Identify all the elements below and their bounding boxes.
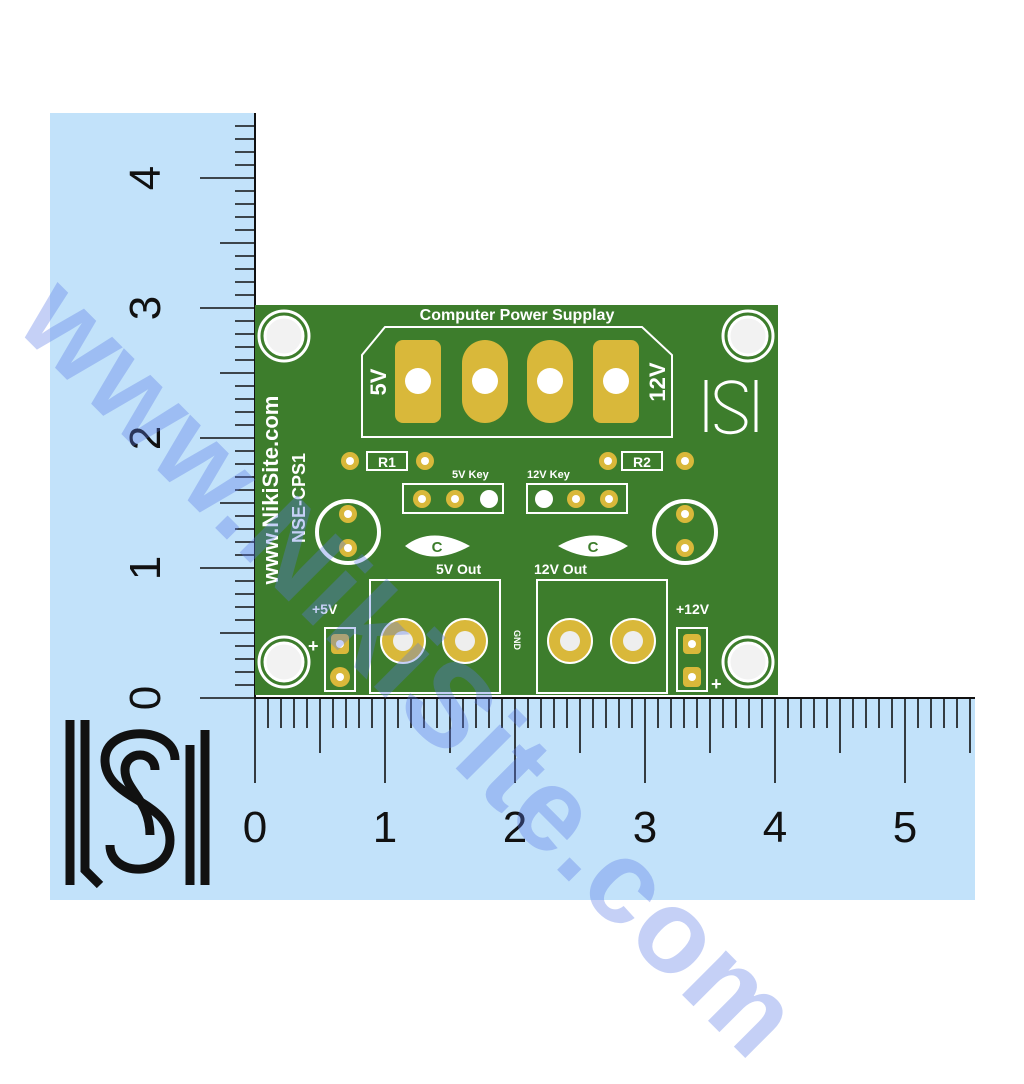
- model-text: NSE-CPS1: [289, 453, 309, 543]
- cap-label-2: C: [588, 539, 599, 556]
- vertical-ruler: [50, 113, 255, 700]
- horizontal-ruler-labels: 0 1 2 3 4 5: [243, 803, 917, 852]
- h-label-3: 3: [633, 803, 657, 852]
- v-label-3: 3: [121, 296, 170, 320]
- out-12v-label: 12V Out: [534, 561, 587, 577]
- pcb-logo: [704, 380, 758, 435]
- resistor-r1: R1: [341, 451, 434, 471]
- out-5v-label: 5V Out: [436, 561, 481, 577]
- vertical-ruler-ticks: [200, 125, 255, 699]
- plus-5v-label: +5V: [312, 601, 338, 617]
- r1-label: R1: [378, 454, 396, 470]
- v-label-1: 1: [121, 556, 170, 580]
- horizontal-ruler-ticks: [254, 698, 971, 783]
- site-text: www.NikiSite.com: [258, 396, 283, 586]
- board-title: Computer Power Supplay: [420, 307, 615, 324]
- pcb-board: Computer Power Supplay 5V 12V www.NikiSi…: [255, 305, 778, 695]
- gnd-label: GND: [512, 630, 522, 651]
- v-label-0: 0: [121, 686, 170, 710]
- v-label-4: 4: [121, 166, 170, 190]
- label-12v: 12V: [645, 362, 670, 401]
- mounting-holes: [257, 309, 775, 689]
- vertical-ruler-labels: 0 1 2 3 4: [121, 166, 170, 710]
- plus-12v-label: +12V: [676, 601, 710, 617]
- plus-sign-right: +: [711, 674, 722, 694]
- resistor-r2: R2: [599, 451, 694, 471]
- h-label-4: 4: [763, 803, 787, 852]
- v-label-2: 2: [121, 426, 170, 450]
- nikisite-logo: [65, 720, 210, 889]
- h-label-2: 2: [503, 803, 527, 852]
- label-5v: 5V: [366, 368, 391, 395]
- product-image: 0 1 2 3 4 0 1 2 3 4 5 Computer Power Sup…: [50, 113, 975, 900]
- h-label-0: 0: [243, 803, 267, 852]
- h-label-5: 5: [893, 803, 917, 852]
- key-12v-label: 12V Key: [527, 469, 571, 481]
- key-5v-label: 5V Key: [452, 469, 490, 481]
- h-label-1: 1: [373, 803, 397, 852]
- r2-label: R2: [633, 454, 651, 470]
- cap-label-1: C: [432, 539, 443, 556]
- plus-sign-left: +: [308, 636, 319, 656]
